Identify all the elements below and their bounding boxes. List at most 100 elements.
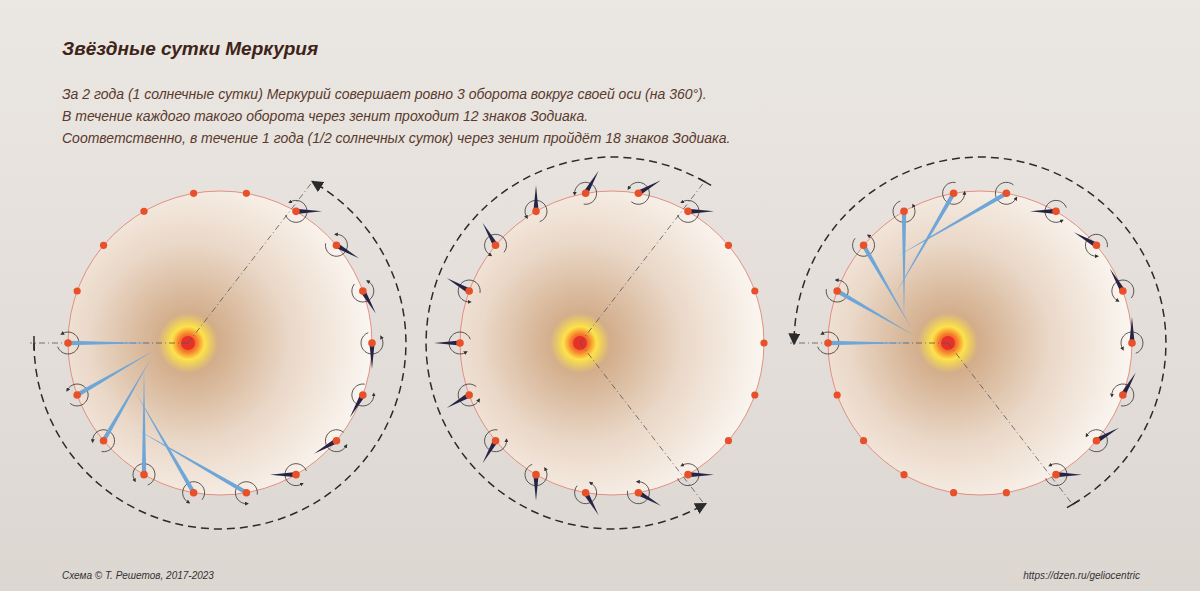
planet-dot — [243, 489, 251, 497]
planet-dot — [140, 208, 147, 215]
spin-arrow — [995, 182, 1016, 204]
planet-dot — [833, 287, 841, 295]
planet-dot — [74, 287, 81, 294]
zenith-ray — [142, 370, 146, 475]
planet-dot — [834, 391, 841, 398]
planet-dot — [684, 208, 692, 216]
spin-arrow — [183, 482, 205, 503]
planet-dot — [465, 391, 473, 399]
planet-dot — [860, 437, 867, 444]
spin-arrow — [1086, 430, 1107, 452]
zenith-ray — [68, 341, 154, 345]
spin-arrow — [1112, 280, 1134, 301]
planet-dot — [860, 241, 868, 249]
planet-dot — [635, 489, 643, 497]
planet-dot — [1093, 241, 1101, 249]
caption-line: Соответственно, в течение 1 года (1/2 со… — [62, 130, 730, 146]
caption-line: За 2 года (1 солнечные сутки) Меркурий с… — [62, 86, 707, 102]
planet-dot — [359, 287, 367, 295]
zenith-ray — [137, 429, 248, 494]
planet-dot — [824, 339, 832, 347]
spin-arrow — [352, 281, 374, 302]
zenith-ray — [862, 244, 911, 327]
meridian-needle — [688, 209, 714, 214]
radius-line — [580, 178, 707, 343]
zenith-ray — [897, 191, 1008, 256]
planet-dot — [1119, 287, 1127, 295]
meridian-needle — [533, 475, 538, 501]
planet-dot — [492, 437, 500, 445]
orbit-diagram — [30, 178, 406, 528]
spin-arrow — [485, 430, 507, 452]
planet-dot — [725, 242, 732, 249]
spin-arrow — [67, 384, 88, 406]
spin-arrow — [458, 384, 479, 406]
meridian-needle — [369, 343, 374, 369]
radius-line — [580, 343, 707, 508]
planet-dot — [635, 190, 643, 198]
spin-arrow — [458, 280, 480, 302]
spin-arrow — [325, 234, 347, 256]
planet-dot — [64, 339, 72, 347]
rotation-arc — [794, 157, 1166, 504]
meridian-needle — [296, 209, 322, 214]
footer-note: Схема © Т. Решетов, 2017-2023 — [62, 570, 214, 581]
footer-note: https://dzen.ru/geliocentric — [1023, 570, 1140, 581]
meridian-needle — [1030, 209, 1056, 214]
spin-arrow — [826, 280, 848, 302]
spin-arrow — [853, 235, 875, 256]
planet-dot — [456, 339, 464, 347]
meridian-needle — [434, 340, 460, 345]
planet-dot — [333, 437, 341, 445]
radius-line — [948, 343, 1075, 508]
planet-dot — [1003, 489, 1010, 496]
spin-arrow — [943, 182, 965, 204]
arc-tick — [1067, 501, 1079, 508]
meridian-needle — [1056, 472, 1082, 477]
planet-dot — [1052, 208, 1060, 216]
planet-dot — [582, 190, 590, 198]
planet-dot — [684, 471, 692, 479]
planet-dot — [1119, 391, 1127, 399]
spin-arrow — [628, 182, 649, 204]
planet-dot — [1003, 190, 1011, 198]
planet-dot — [73, 391, 81, 399]
radius-line — [188, 178, 315, 343]
spin-arrow — [1112, 384, 1134, 406]
planet-dot — [359, 391, 367, 399]
planet-dot — [760, 339, 767, 346]
zenith-ray — [836, 289, 914, 335]
spin-arrow — [575, 483, 597, 504]
planet-dot — [492, 241, 500, 249]
meridian-needle — [688, 472, 714, 477]
zenith-ray — [828, 341, 914, 345]
zenith-ray — [902, 211, 906, 316]
planet-dot — [140, 471, 148, 479]
planet-dot — [751, 287, 758, 294]
meridian-needle — [1129, 317, 1134, 343]
planet-dot — [725, 437, 732, 444]
planet-dot — [1052, 471, 1060, 479]
diagram-title: Звёздные сутки Меркурия — [62, 38, 318, 60]
spin-arrow — [235, 482, 257, 504]
orbit — [68, 191, 372, 495]
planet-dot — [100, 437, 108, 445]
planet-dot — [100, 242, 107, 249]
orbit — [828, 191, 1132, 495]
planet-dot — [751, 391, 758, 398]
spin-arrow — [325, 430, 346, 452]
spin-arrow — [352, 384, 374, 406]
planet-dot — [950, 190, 958, 198]
arc-tick — [33, 336, 35, 350]
planet-dot — [1093, 437, 1101, 445]
meridian-needle — [533, 185, 538, 211]
planet-dot — [190, 489, 198, 497]
rotation-arc — [34, 182, 406, 529]
planet-dot — [532, 208, 540, 216]
planet-dot — [582, 489, 590, 497]
spin-arrow — [1085, 234, 1107, 256]
planet-dot — [532, 471, 540, 479]
planet-dot — [1128, 339, 1136, 347]
planet-dot — [900, 208, 908, 216]
spin-arrow — [485, 234, 507, 255]
